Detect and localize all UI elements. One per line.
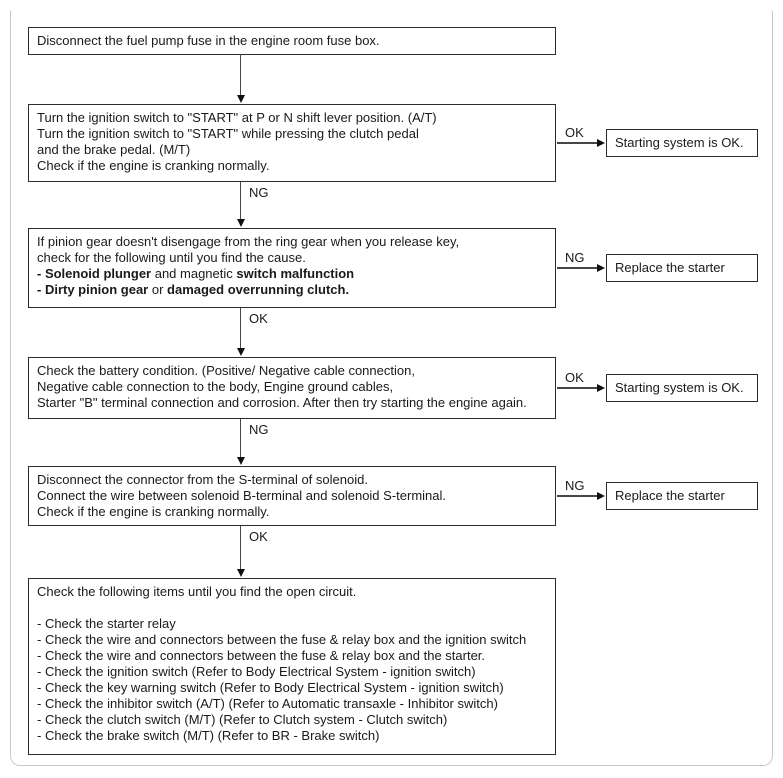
arrowhead-down-icon [236,348,245,356]
branch-label-ok: OK [565,125,584,140]
page-frame [10,10,773,766]
text-line: Check the battery condition. (Positive/ … [37,363,415,378]
text-line: - Check the brake switch (M/T) (Refer to… [37,728,380,743]
result-label: Starting system is OK. [615,135,744,150]
text-line: - Check the starter relay [37,616,176,631]
text-line: Check if the engine is cranking normally… [37,504,270,519]
arrow-line [240,182,242,220]
arrow-line [557,267,599,269]
arrowhead-right-icon [597,492,605,500]
text-line: Disconnect the connector from the S-term… [37,472,368,487]
step-3-pinion-gear-check: If pinion gear doesn't disengage from th… [28,228,556,308]
branch-label-ng: NG [565,478,585,493]
result-label: Starting system is OK. [615,380,744,395]
text-line: - Check the clutch switch (M/T) (Refer t… [37,712,448,727]
arrowhead-right-icon [597,384,605,392]
arrow-line [557,142,599,144]
text-line: Disconnect the fuel pump fuse in the eng… [37,33,380,48]
text-line: - Dirty pinion gear or damaged overrunni… [37,282,350,297]
arrow-line [240,308,242,349]
arrow-line [240,419,242,458]
branch-label-ng: NG [249,185,269,200]
text-line: Check if the engine is cranking normally… [37,158,270,173]
step-5-solenoid-terminal-test: Disconnect the connector from the S-term… [28,466,556,526]
arrow-line [557,495,599,497]
text-line: - Check the inhibitor switch (A/T) (Refe… [37,696,498,711]
text-line: Negative cable connection to the body, E… [37,379,394,394]
branch-label-ng: NG [565,250,585,265]
text-line: Check the following items until you find… [37,584,357,599]
text-line: - Check the ignition switch (Refer to Bo… [37,664,476,679]
text-line: Turn the ignition switch to "START" whil… [37,126,419,141]
arrowhead-down-icon [236,569,245,577]
branch-label-ng: NG [249,422,269,437]
result-2-replace-starter: Replace the starter [606,254,758,282]
text-line: Connect the wire between solenoid B-term… [37,488,446,503]
arrowhead-down-icon [236,457,245,465]
text-line: - Solenoid plunger and magnetic switch m… [37,266,355,281]
branch-label-ok: OK [565,370,584,385]
result-1-starting-system-ok: Starting system is OK. [606,129,758,157]
text-line: check for the following until you find t… [37,250,306,265]
text-line: Starter "B" terminal connection and corr… [37,395,527,410]
arrow-line [240,526,242,570]
step-1-disconnect-fuel-pump-fuse: Disconnect the fuel pump fuse in the eng… [28,27,556,55]
text-line: and the brake pedal. (M/T) [37,142,191,157]
step-4-battery-condition-check: Check the battery condition. (Positive/ … [28,357,556,419]
result-4-replace-starter: Replace the starter [606,482,758,510]
text-line: If pinion gear doesn't disengage from th… [37,234,460,249]
branch-label-ok: OK [249,311,268,326]
text-line [37,600,547,616]
result-label: Replace the starter [615,488,725,503]
arrowhead-down-icon [236,219,245,227]
arrowhead-right-icon [597,264,605,272]
text-line: - Check the wire and connectors between … [37,648,486,663]
text-line: Turn the ignition switch to "START" at P… [37,110,437,125]
arrowhead-down-icon [236,95,245,103]
step-2-turn-ignition-start: Turn the ignition switch to "START" at P… [28,104,556,182]
arrowhead-right-icon [597,139,605,147]
arrow-line [240,54,242,96]
text-line: - Check the wire and connectors between … [37,632,527,647]
result-label: Replace the starter [615,260,725,275]
arrow-line [557,387,599,389]
text-line: - Check the key warning switch (Refer to… [37,680,504,695]
step-6-open-circuit-checklist: Check the following items until you find… [28,578,556,755]
branch-label-ok: OK [249,529,268,544]
result-3-starting-system-ok: Starting system is OK. [606,374,758,402]
